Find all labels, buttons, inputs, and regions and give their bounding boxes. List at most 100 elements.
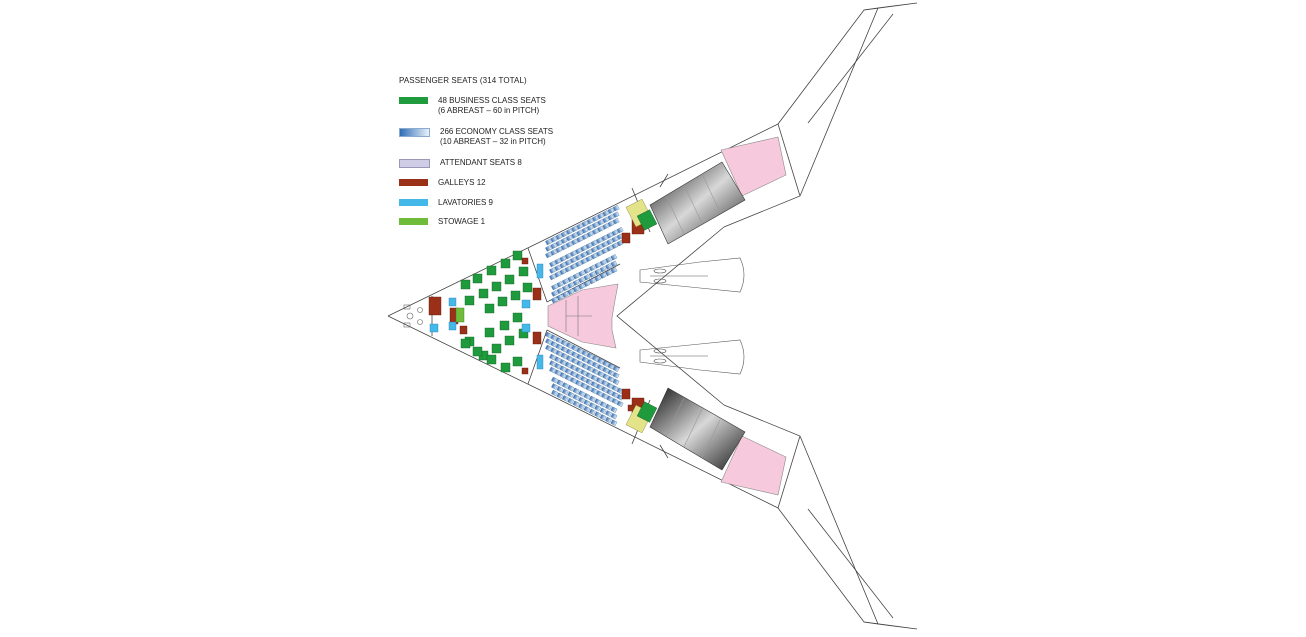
economy-seat	[549, 366, 556, 374]
economy-seat	[610, 419, 618, 426]
economy-seat	[554, 258, 562, 265]
economy-seat	[575, 379, 582, 387]
lower-engine	[639, 339, 745, 375]
economy-seat	[571, 351, 578, 358]
economy-seat	[585, 249, 593, 256]
economy-seat	[597, 212, 604, 220]
economy-seat	[586, 352, 594, 359]
economy-seat	[583, 406, 591, 413]
economy-seat	[572, 279, 580, 286]
economy-seat	[601, 241, 608, 248]
economy-seat	[611, 236, 619, 243]
upper-crew-seats	[636, 209, 658, 231]
economy-seat	[545, 251, 552, 259]
economy-seat	[561, 395, 569, 402]
galley	[621, 388, 631, 400]
economy-seat	[580, 245, 588, 252]
economy-seat	[549, 267, 556, 274]
lavatory	[429, 323, 439, 333]
economy-seat	[599, 272, 607, 279]
economy-seat	[576, 360, 584, 367]
economy-seat	[572, 387, 580, 394]
economy-seat	[586, 231, 594, 238]
economy-seat	[583, 274, 591, 281]
economy-seat	[560, 244, 568, 251]
lavatory	[536, 354, 544, 370]
economy-seat	[610, 413, 618, 420]
economy-seat	[564, 253, 572, 260]
economy-seat	[545, 338, 552, 345]
economy-seat	[605, 410, 612, 417]
economy-seat	[612, 365, 620, 372]
economy-seat	[601, 386, 608, 393]
economy-seat	[575, 373, 582, 380]
economy-seat	[572, 400, 580, 407]
economy-seat	[583, 399, 591, 406]
lavatory	[536, 263, 544, 279]
business-seat	[484, 303, 495, 314]
economy-seat	[576, 229, 584, 237]
economy-seat	[564, 266, 572, 273]
economy-seat	[578, 390, 585, 397]
economy-seat	[591, 355, 599, 362]
economy-seat	[612, 218, 620, 225]
economy-seat	[611, 242, 619, 249]
economy-seat	[612, 211, 620, 218]
economy-seat	[599, 401, 607, 408]
economy-seat	[559, 268, 567, 275]
economy-seat	[594, 275, 602, 282]
economy-seat	[605, 256, 612, 264]
legend-economy-line2: (10 ABREAST – 32 in PITCH)	[440, 137, 546, 146]
economy-seat	[606, 395, 614, 402]
business-seat	[522, 282, 533, 293]
business-seat	[460, 279, 471, 290]
business-seat	[478, 288, 489, 299]
economy-seat	[594, 404, 602, 412]
economy-seat	[599, 259, 607, 266]
economy-seat	[565, 355, 573, 362]
business-seat	[500, 362, 511, 373]
economy-seat	[591, 221, 599, 229]
economy-seat	[590, 240, 598, 247]
economy-seat	[580, 369, 588, 376]
economy-seat	[595, 390, 603, 397]
economy-seat	[555, 246, 563, 253]
galley	[532, 331, 542, 345]
airframe-outline	[387, 2, 918, 630]
economy-seat	[597, 364, 604, 371]
economy-seat	[607, 369, 615, 376]
economy-seat	[607, 220, 615, 227]
economy-seat	[565, 241, 573, 248]
economy-seat	[586, 359, 594, 366]
economy-seat	[595, 377, 603, 384]
economy-seat	[549, 260, 556, 268]
economy-seat	[551, 283, 558, 291]
economy-seat	[612, 378, 620, 385]
economy-seat	[575, 260, 582, 268]
legend-text: STOWAGE 1	[438, 217, 485, 227]
economy-seat	[594, 398, 602, 405]
economy-seat	[588, 402, 596, 409]
economy-seat	[572, 394, 580, 401]
business-seat	[486, 354, 497, 365]
economy-seat	[569, 263, 577, 270]
business-seat	[499, 320, 510, 331]
upper-wing-cargo	[720, 136, 787, 197]
economy-seat	[610, 267, 618, 274]
legend-item-stowage: STOWAGE 1	[399, 217, 485, 227]
economy-seat	[569, 364, 577, 371]
economy-seat	[580, 258, 588, 265]
economy-seat	[590, 374, 598, 381]
economy-seat	[580, 375, 588, 383]
legend-title: PASSENGER SEATS (314 TOTAL)	[399, 76, 527, 85]
economy-seat	[545, 331, 552, 339]
economy-seat	[549, 353, 556, 361]
legend-text: 48 BUSINESS CLASS SEATS (6 ABREAST – 60 …	[438, 96, 546, 116]
legend-item-galleys: GALLEYS 12	[399, 178, 486, 188]
economy-seat	[559, 359, 567, 366]
economy-seat	[588, 271, 596, 278]
economy-seat	[590, 246, 598, 253]
economy-seat	[599, 414, 607, 421]
economy-seat	[590, 253, 598, 260]
economy-seat	[585, 385, 593, 392]
